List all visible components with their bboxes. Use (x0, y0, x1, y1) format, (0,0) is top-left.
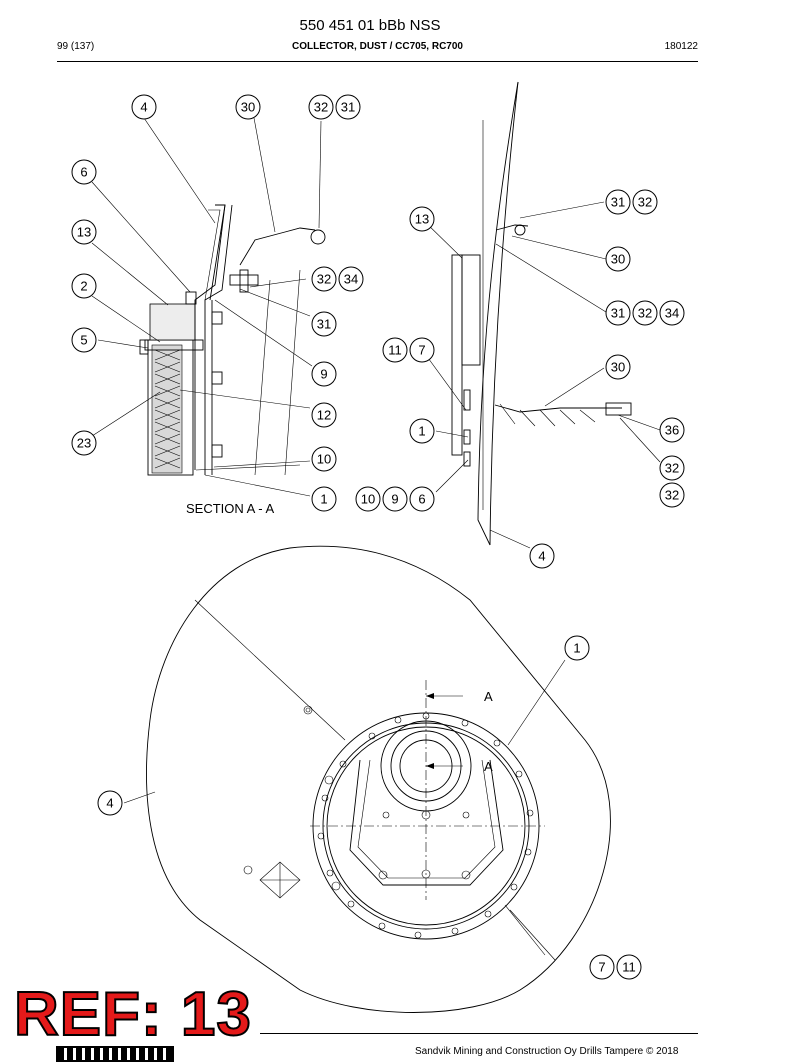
callout-1: 1 (409, 418, 435, 444)
svg-text:32: 32 (665, 461, 679, 476)
footer-divider (260, 1033, 698, 1034)
svg-text:31: 31 (611, 306, 625, 321)
svg-text:5: 5 (80, 333, 87, 348)
svg-text:7: 7 (418, 343, 425, 358)
svg-text:31: 31 (611, 195, 625, 210)
callout-32: 32 (632, 300, 658, 326)
svg-text:9: 9 (320, 367, 327, 382)
callout-1: 1 (311, 486, 337, 512)
svg-text:1: 1 (418, 424, 425, 439)
svg-text:6: 6 (418, 492, 425, 507)
svg-text:34: 34 (344, 272, 358, 287)
footer-copyright: Sandvik Mining and Construction Oy Drill… (415, 1046, 679, 1057)
svg-text:1: 1 (573, 641, 580, 656)
callout-4: 4 (131, 94, 157, 120)
callout-32: 32 (659, 482, 685, 508)
callout-32: 32 (659, 455, 685, 481)
svg-text:30: 30 (241, 100, 255, 115)
callout-34: 34 (659, 300, 685, 326)
callout-31: 31 (605, 189, 631, 215)
callout-9: 9 (382, 486, 408, 512)
callout-6: 6 (409, 486, 435, 512)
callout-6: 6 (71, 159, 97, 185)
page-title: COLLECTOR, DUST / CC705, RC700 (292, 41, 463, 52)
callout-2: 2 (71, 273, 97, 299)
date-code: 180122 (664, 41, 698, 52)
callout-31: 31 (605, 300, 631, 326)
svg-text:11: 11 (622, 960, 636, 975)
callout-13: 13 (409, 206, 435, 232)
section-label: SECTION A - A (186, 501, 274, 516)
svg-text:12: 12 (317, 408, 331, 423)
plan-view: A A (123, 545, 611, 1013)
svg-text:34: 34 (665, 306, 679, 321)
svg-text:2: 2 (80, 279, 87, 294)
callout-30: 30 (605, 246, 631, 272)
document-number: 550 451 01 bBb NSS (299, 17, 441, 34)
ref-overlay: REF: 13 (13, 980, 252, 1049)
callout-9: 9 (311, 361, 337, 387)
callout-36: 36 (659, 417, 685, 443)
callout-1: 1 (564, 635, 590, 661)
callout-23: 23 (71, 430, 97, 456)
page-number: 99 (137) (57, 41, 95, 52)
svg-text:32: 32 (638, 195, 652, 210)
svg-text:10: 10 (317, 452, 331, 467)
svg-text:4: 4 (106, 796, 113, 811)
svg-text:7: 7 (598, 960, 605, 975)
callout-12: 12 (311, 402, 337, 428)
callout-11: 11 (616, 954, 642, 980)
svg-text:10: 10 (361, 492, 375, 507)
svg-text:32: 32 (638, 306, 652, 321)
header-row: 99 (137) COLLECTOR, DUST / CC705, RC700 … (57, 41, 698, 55)
callout-7: 7 (409, 337, 435, 363)
svg-text:9: 9 (391, 492, 398, 507)
svg-text:13: 13 (415, 212, 429, 227)
callout-30: 30 (235, 94, 261, 120)
callout-13: 13 (71, 219, 97, 245)
callout-10: 10 (311, 446, 337, 472)
callout-30: 30 (605, 354, 631, 380)
callout-10: 10 (355, 486, 381, 512)
section-view: SECTION A - A (91, 117, 326, 516)
callout-32: 32 (632, 189, 658, 215)
svg-text:32: 32 (317, 272, 331, 287)
svg-text:32: 32 (665, 488, 679, 503)
svg-text:4: 4 (538, 549, 545, 564)
side-view (421, 81, 661, 549)
callout-5: 5 (71, 327, 97, 353)
svg-text:31: 31 (317, 317, 331, 332)
svg-text:31: 31 (341, 100, 355, 115)
callout-32: 32 (308, 94, 334, 120)
svg-text:11: 11 (388, 343, 402, 358)
svg-text:1: 1 (320, 492, 327, 507)
section-mark-top: A (484, 689, 493, 704)
svg-text:32: 32 (314, 100, 328, 115)
svg-text:30: 30 (611, 252, 625, 267)
callout-32: 32 (311, 266, 337, 292)
callout-4: 4 (97, 790, 123, 816)
callout-4: 4 (529, 543, 555, 569)
callout-34: 34 (338, 266, 364, 292)
callout-31: 31 (335, 94, 361, 120)
callout-31: 31 (311, 311, 337, 337)
callout-7: 7 (589, 954, 615, 980)
svg-text:30: 30 (611, 360, 625, 375)
header-divider (57, 61, 698, 62)
callout-11: 11 (382, 337, 408, 363)
svg-text:36: 36 (665, 423, 679, 438)
svg-text:13: 13 (77, 225, 91, 240)
svg-text:6: 6 (80, 165, 87, 180)
section-mark-bottom: A (484, 759, 493, 774)
svg-text:23: 23 (77, 436, 91, 451)
svg-text:4: 4 (140, 100, 147, 115)
